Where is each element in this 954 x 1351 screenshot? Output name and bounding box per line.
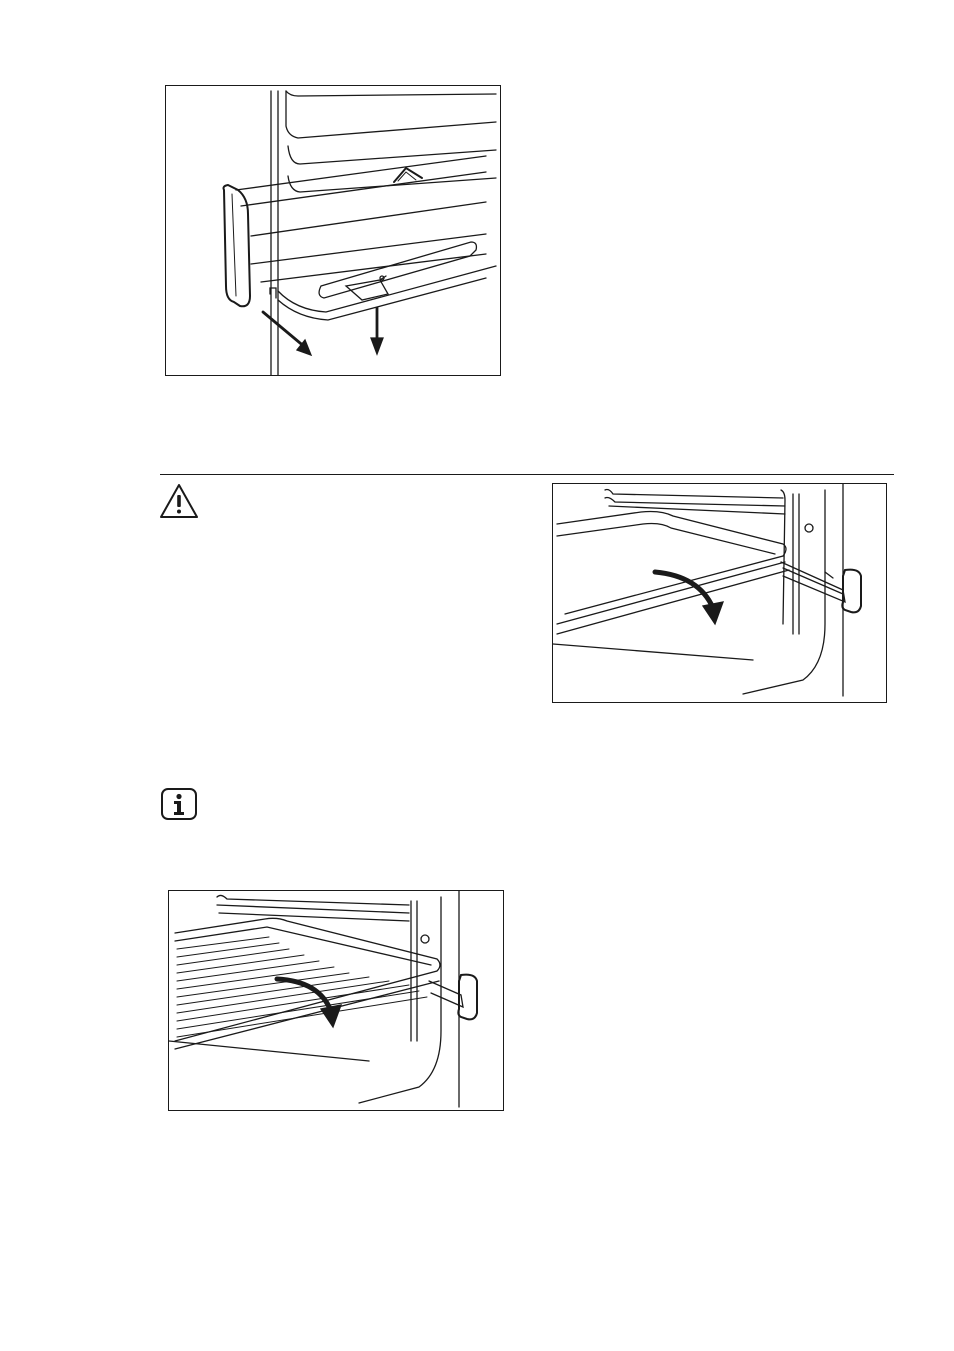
information-icon: [160, 787, 198, 821]
grill-grid-tilt-figure: [168, 890, 504, 1111]
wire-shelf-tilt-figure: [552, 483, 887, 703]
section-divider: [160, 474, 894, 475]
warning-triangle-icon: [158, 482, 200, 520]
telescopic-runner-removal-figure: [165, 85, 501, 376]
